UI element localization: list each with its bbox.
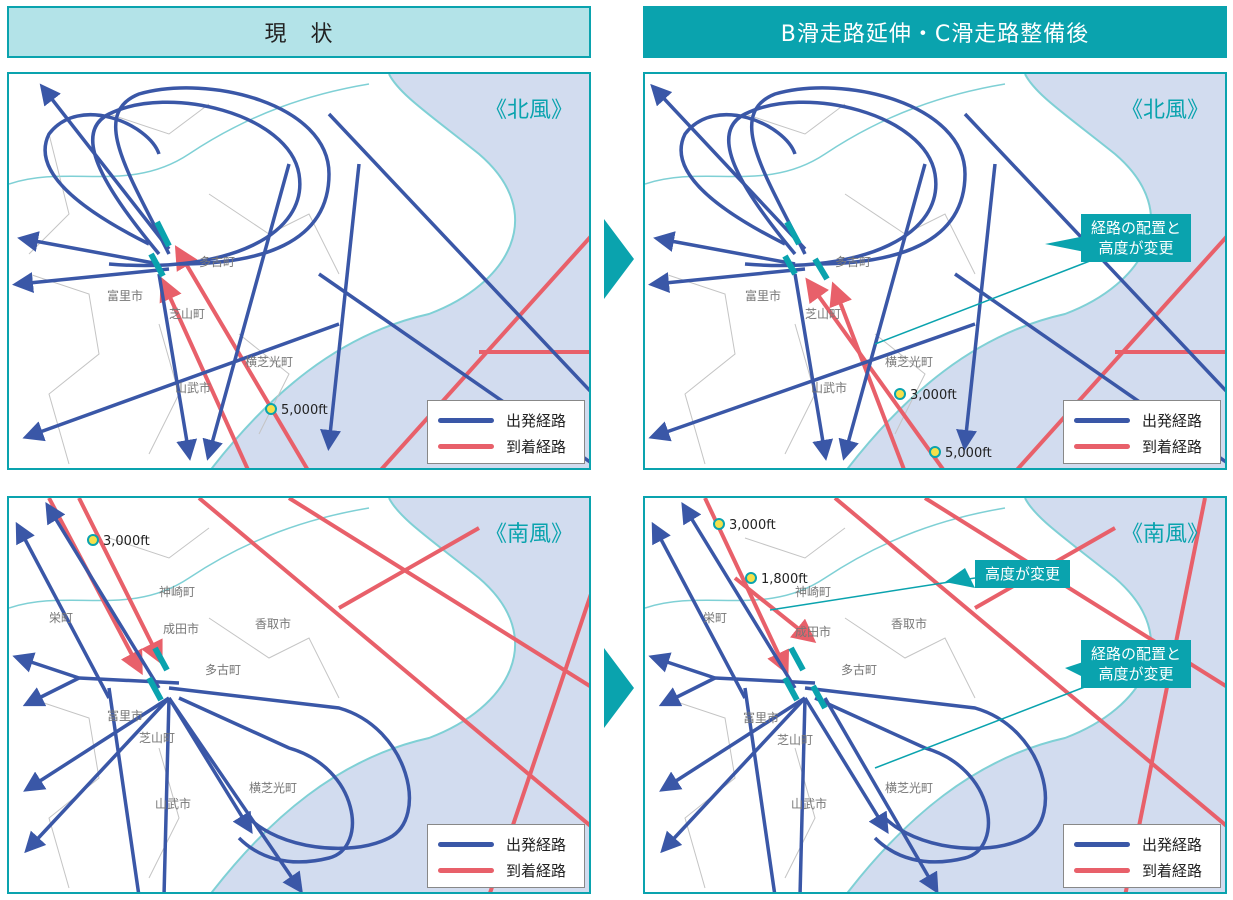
season-label: 《北風》 <box>484 98 573 123</box>
waypoint-icon <box>713 518 725 530</box>
town-label: 栄町 <box>49 611 73 625</box>
season-label: 《南風》 <box>1120 522 1209 547</box>
town-label: 多古町 <box>205 662 241 677</box>
altitude-label: 1,800ft <box>761 572 808 587</box>
legend: 出発経路 到着経路 <box>1063 824 1221 888</box>
town-label: 富里市 <box>107 288 143 303</box>
arrival-swatch <box>1074 443 1130 449</box>
town-label: 横芝光町 <box>885 780 933 795</box>
town-label: 栄町 <box>703 611 727 625</box>
town-label: 富里市 <box>745 288 781 303</box>
altitude-label: 5,000ft <box>281 403 328 418</box>
town-label: 横芝光町 <box>249 780 297 795</box>
town-label: 神崎町 <box>159 585 195 599</box>
town-label: 芝山町 <box>777 732 813 747</box>
route-map: 神崎町 成田市 香取市 栄町 多古町 富里市 芝山町 山武市 横芝光町 3,00… <box>645 498 1225 892</box>
callout-altitude: 高度が変更 <box>975 560 1071 588</box>
town-label: 芝山町 <box>139 730 175 745</box>
town-label: 多古町 <box>835 254 871 269</box>
town-label: 芝山町 <box>169 306 205 321</box>
town-label: 香取市 <box>891 616 927 631</box>
legend-arrival: 到着経路 <box>1142 437 1203 456</box>
town-label: 山武市 <box>791 796 827 811</box>
town-label: 横芝光町 <box>885 354 933 369</box>
sea-area <box>212 74 589 468</box>
town-label: 富里市 <box>107 708 143 723</box>
callout-route-altitude: 経路の配置と 高度が変更 <box>1081 214 1192 262</box>
route-map: 神崎町 成田市 香取市 栄町 多古町 富里市 芝山町 山武市 横芝光町 3,00… <box>9 498 589 892</box>
town-label: 横芝光町 <box>245 354 293 369</box>
header-future: B滑走路延伸・C滑走路整備後 <box>643 6 1227 58</box>
legend-arrival: 到着経路 <box>506 861 567 880</box>
waypoint-icon <box>745 572 757 584</box>
arrival-swatch <box>438 867 494 873</box>
arrival-swatch <box>1074 867 1130 873</box>
waypoint-icon <box>265 403 277 415</box>
town-label: 山武市 <box>155 796 191 811</box>
legend: 出発経路 到着経路 <box>1063 400 1221 464</box>
departure-swatch <box>1074 417 1130 423</box>
arrow-right-icon <box>604 648 634 728</box>
map-future-north: 多古町 富里市 芝山町 横芝光町 山武市 3,000ft 5,000ft 《北風… <box>643 72 1227 470</box>
town-label: 多古町 <box>841 662 877 677</box>
legend: 出発経路 到着経路 <box>427 400 585 464</box>
legend-arrival: 到着経路 <box>506 437 567 456</box>
town-label: 多古町 <box>199 254 235 269</box>
town-label: 香取市 <box>255 616 291 631</box>
town-label: 成田市 <box>795 624 831 639</box>
altitude-label: 3,000ft <box>910 388 957 403</box>
town-label: 神崎町 <box>795 585 831 599</box>
legend-departure: 出発経路 <box>1142 411 1203 430</box>
season-label: 《北風》 <box>1120 98 1209 123</box>
arrival-swatch <box>438 443 494 449</box>
waypoint-icon <box>929 446 941 458</box>
route-map: 多古町 富里市 芝山町 横芝光町 山武市 5,000ft <box>9 74 589 468</box>
waypoint-icon <box>87 534 99 546</box>
departure-swatch <box>438 417 494 423</box>
town-label: 芝山町 <box>805 306 841 321</box>
coastline <box>210 74 517 468</box>
legend: 出発経路 到着経路 <box>427 824 585 888</box>
departure-swatch <box>438 841 494 847</box>
legend-departure: 出発経路 <box>506 835 567 854</box>
legend-arrival: 到着経路 <box>1142 861 1203 880</box>
waypoint-icon <box>894 388 906 400</box>
altitude-label: 5,000ft <box>945 446 992 461</box>
altitude-label: 3,000ft <box>103 534 150 549</box>
map-current-south: 神崎町 成田市 香取市 栄町 多古町 富里市 芝山町 山武市 横芝光町 3,00… <box>7 496 591 894</box>
season-label: 《南風》 <box>484 522 573 547</box>
town-label: 山武市 <box>811 380 847 395</box>
town-label: 山武市 <box>175 380 211 395</box>
altitude-label: 3,000ft <box>729 518 776 533</box>
map-future-south: 神崎町 成田市 香取市 栄町 多古町 富里市 芝山町 山武市 横芝光町 3,00… <box>643 496 1227 894</box>
arrow-right-icon <box>604 219 634 299</box>
departure-swatch <box>1074 841 1130 847</box>
map-current-north: 多古町 富里市 芝山町 横芝光町 山武市 5,000ft 《北風》 出発経路 到… <box>7 72 591 470</box>
town-label: 成田市 <box>163 621 199 636</box>
town-label: 富里市 <box>743 710 779 725</box>
legend-departure: 出発経路 <box>1142 835 1203 854</box>
callout-route-altitude: 経路の配置と 高度が変更 <box>1081 640 1192 688</box>
header-current: 現 状 <box>7 6 591 58</box>
legend-departure: 出発経路 <box>506 411 567 430</box>
